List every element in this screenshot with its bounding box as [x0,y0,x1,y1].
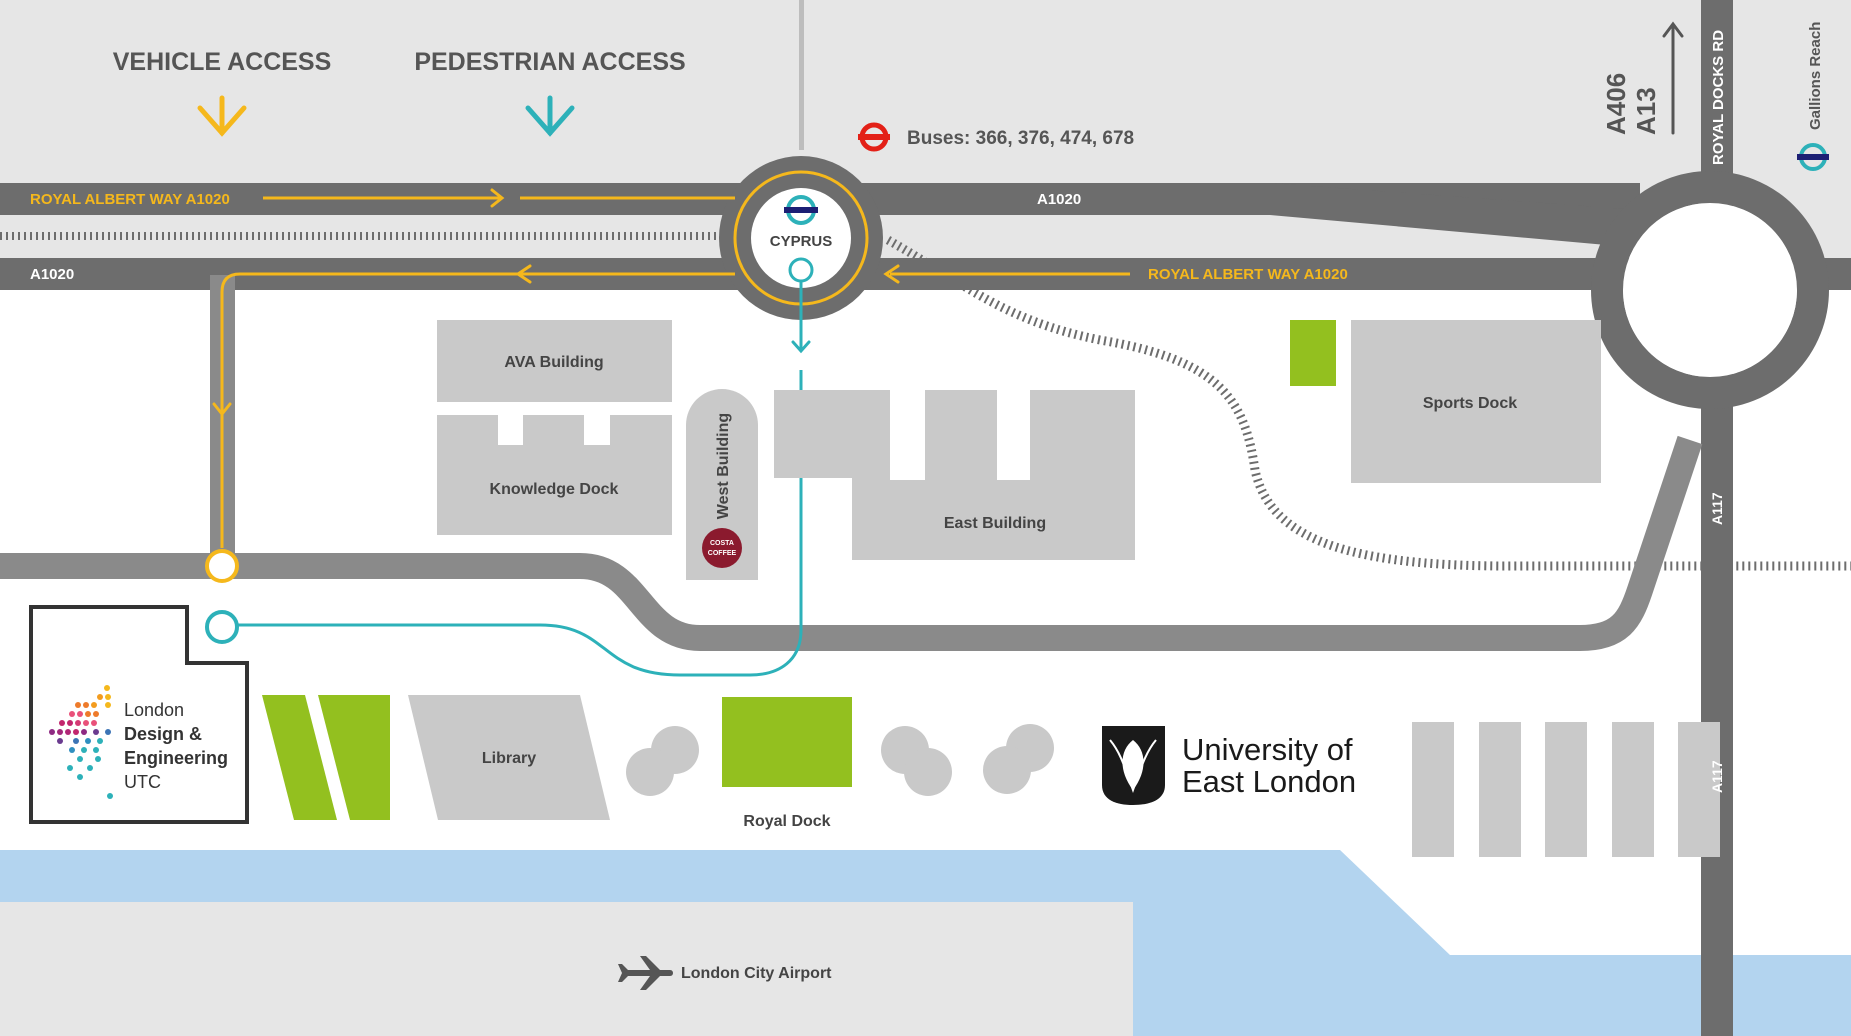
road-label-royal-docks-rd: ROYAL DOCKS RD [1710,30,1727,165]
bus-routes-label: Buses: 366, 376, 474, 678 [907,128,1134,149]
land-north [0,0,1851,290]
road-label-a1020-top: A1020 [1037,191,1081,208]
east-roundabout [1591,171,1829,409]
road-label-a117-upper: A117 [1709,492,1725,525]
trees-group-3 [983,724,1054,794]
legend-vehicle-access: VEHICLE ACCESS [113,48,332,76]
green-space-sports [1290,320,1336,386]
utc-logo-line1: London [124,700,184,720]
legend-pedestrian-access: PEDESTRIAN ACCESS [414,48,685,76]
label-sports-dock: Sports Dock [1423,395,1517,412]
costa-line1: COSTA [710,540,734,547]
green-space-west-2 [318,695,390,820]
vehicle-route [220,170,1130,548]
label-royal-dock: Royal Dock [743,813,830,830]
knowledge-dock-building [437,415,672,535]
utc-logo-line2: Design & [124,724,202,744]
utc-logo-line4: UTC [124,772,161,792]
trees-group-2 [881,726,952,796]
library-building [408,695,610,820]
gallions-reach-tfl-roundel-icon [1797,143,1829,171]
pedestrian-route-arrow [791,340,811,354]
road-label-a117-lower: A117 [1709,760,1725,793]
airplane-icon [618,956,673,990]
utc-logo-line3: Engineering [124,748,228,768]
vehicle-route-arrows [212,188,900,417]
pedestrian-access-point [205,610,239,644]
uel-logo-line2: East London [1182,764,1356,799]
east-roundabout-centre [1623,203,1797,377]
vehicle-access-point [205,549,239,583]
road-label-a1020-left: A1020 [30,266,74,283]
airport-land [0,902,1133,1036]
costa-line2: COFFEE [708,550,737,557]
north-road-line [799,0,804,150]
label-ava-building: AVA Building [504,354,603,371]
road-a1020-north-east [1270,183,1640,248]
utc-building [29,605,249,824]
railway-curve [885,236,1851,571]
label-west-building: West Building [715,413,732,519]
uel-crest-icon [1102,726,1165,805]
east-building [774,390,1135,560]
bus-tfl-roundel-icon [858,122,890,152]
green-space-west-1 [262,695,337,820]
sports-dock-building [1351,320,1601,483]
royal-dock-green [722,697,852,787]
student-residences [1412,722,1720,857]
costa-coffee-logo [702,528,742,568]
label-knowledge-dock: Knowledge Dock [490,481,619,498]
north-arrow-up-icon [1662,21,1684,135]
ava-building [437,320,672,402]
internal-road-loop [0,435,1703,651]
cyprus-station-label: CYPRUS [770,233,833,250]
uel-logo-line1: University of [1182,732,1353,767]
road-label-royal-albert-way-west: ROYAL ALBERT WAY A1020 [30,191,230,208]
pedestrian-start-point [788,257,814,283]
gallions-reach-label: Gallions Reach [1807,22,1824,130]
label-east-building: East Building [944,515,1046,532]
cyprus-tfl-roundel-icon [784,195,818,225]
cyprus-roundabout-centre [751,188,851,288]
road-label-a13: A13 [1631,87,1661,135]
trees-group-1 [626,726,699,796]
airport-label: London City Airport [681,965,832,982]
road-label-royal-albert-way-east: ROYAL ALBERT WAY A1020 [1148,266,1348,283]
west-building [686,389,758,580]
pedestrian-route [238,279,803,677]
road-label-a406: A406 [1601,73,1631,135]
label-library: Library [482,750,536,767]
utc-logo-mark [49,685,113,799]
